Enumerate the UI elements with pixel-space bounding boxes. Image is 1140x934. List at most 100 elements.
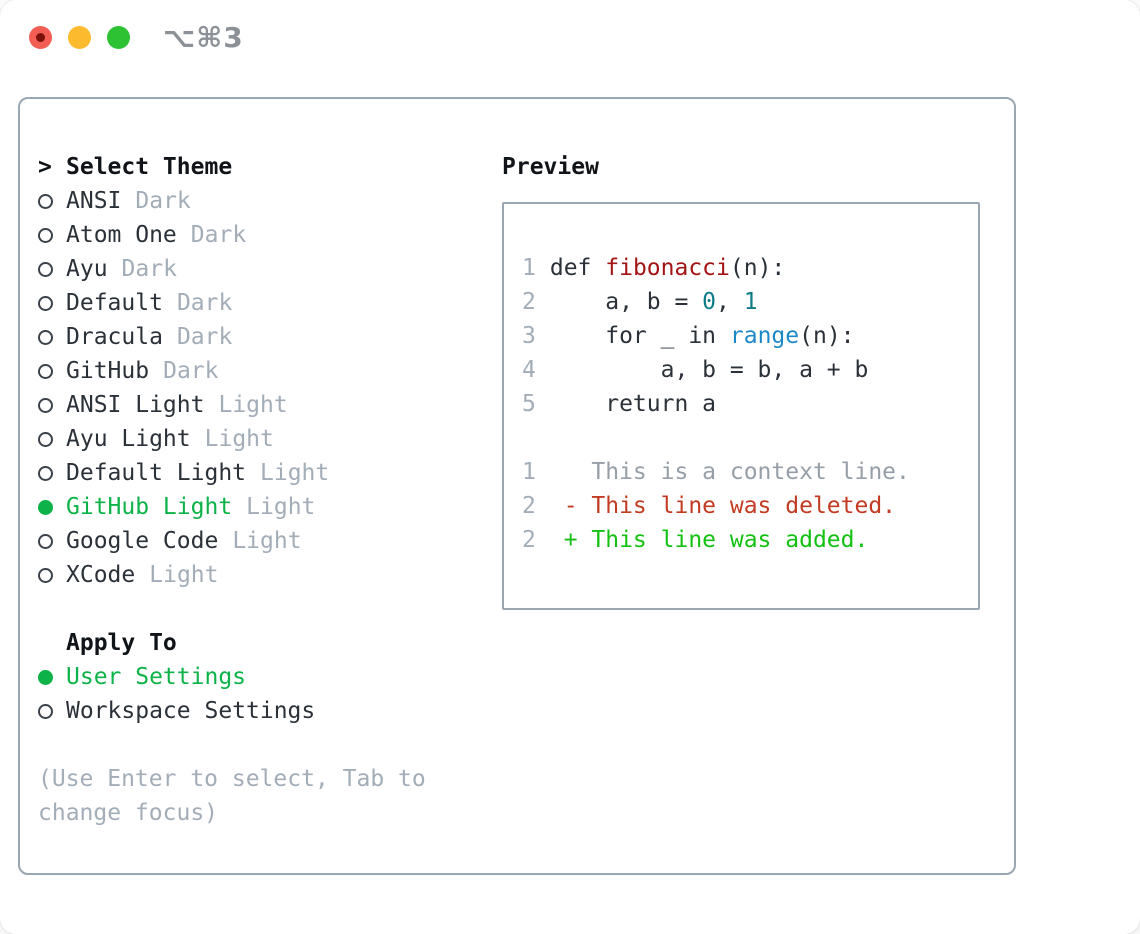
preview-line: 2 a, b = 0, 1 (522, 285, 960, 319)
theme-option[interactable]: GitHub Dark (38, 354, 502, 388)
radio-selected-icon (38, 499, 66, 515)
option-label: GitHub Light (66, 494, 233, 520)
option-label: Workspace Settings (66, 698, 316, 724)
line-number (522, 421, 536, 455)
variant-badge: Light (149, 562, 219, 588)
variant-badge: Dark (190, 222, 247, 248)
option-label: Default Light (66, 460, 247, 486)
option-label: Dracula (66, 324, 163, 350)
theme-option[interactable]: GitHub Light Light (38, 490, 502, 524)
radio-icon (38, 533, 66, 549)
radio-icon (38, 431, 66, 447)
option-label: GitHub (66, 358, 150, 384)
variant-badge: Light (246, 494, 316, 520)
preview-line: 4 a, b = b, a + b (522, 353, 960, 387)
line-number: 2 (522, 527, 536, 553)
line-number: 1 (522, 459, 536, 485)
preview-line: 3 for _ in range(n): (522, 319, 960, 353)
variant-badge: Light (204, 426, 274, 452)
code-token: + This line was added. (536, 527, 869, 553)
code-token: - This line was deleted. (536, 493, 897, 519)
traffic-lights (29, 26, 130, 49)
apply-to-header: Apply To (38, 626, 502, 660)
titlebar: ⌥⌘3 (0, 0, 1140, 75)
theme-option[interactable]: ANSI Dark (38, 184, 502, 218)
unsaved-indicator-icon (36, 33, 45, 42)
variant-badge: Dark (176, 290, 233, 316)
apply-option[interactable]: User Settings (38, 660, 502, 694)
line-number: 3 (522, 323, 536, 349)
variant-badge: Dark (163, 358, 219, 384)
preview-line: 1 This is a context line. (522, 455, 960, 489)
preview-header: Preview (502, 154, 599, 180)
theme-option[interactable]: Dracula Dark (38, 320, 502, 354)
line-number: 2 (522, 493, 536, 519)
code-token: 0 (702, 289, 717, 315)
code-token: This is a context line. (536, 459, 910, 485)
radio-icon (38, 227, 66, 243)
close-button[interactable] (29, 26, 52, 49)
option-label: Ayu Light (66, 426, 191, 452)
option-label: Atom One (66, 222, 177, 248)
preview-line: 5 return a (522, 387, 960, 421)
code-token: range (729, 323, 800, 349)
theme-option[interactable]: Ayu Dark (38, 252, 502, 286)
theme-option[interactable]: XCode Light (38, 558, 502, 592)
line-number: 1 (522, 255, 536, 281)
code-token: (n): (729, 255, 786, 281)
code-token: a, b = b, a + b (536, 357, 869, 383)
theme-option[interactable]: Ayu Light Light (38, 422, 502, 456)
variant-badge: Dark (121, 256, 177, 282)
variant-badge: Light (232, 528, 302, 554)
line-number: 4 (522, 357, 536, 383)
select-theme-header: > Select Theme (38, 150, 502, 184)
option-label: Default (66, 290, 163, 316)
radio-icon (38, 363, 66, 379)
theme-option[interactable]: Default Dark (38, 286, 502, 320)
radio-icon (38, 703, 66, 719)
line-number: 5 (522, 391, 536, 417)
preview-line: 1 def fibonacci(n): (522, 251, 960, 285)
code-token: fibonacci (605, 255, 730, 281)
code-token: for _ in (536, 323, 730, 349)
apply-option[interactable]: Workspace Settings (38, 694, 502, 728)
preview-column: Preview 1 def fibonacci(n):2 a, b = 0, 1… (502, 150, 1014, 873)
theme-option[interactable]: Atom One Dark (38, 218, 502, 252)
option-label: Ayu (66, 256, 108, 282)
code-token: return a (536, 391, 717, 417)
radio-icon (38, 465, 66, 481)
radio-icon (38, 567, 66, 583)
radio-icon (38, 397, 66, 413)
preview-line (522, 421, 960, 455)
variant-badge: Dark (135, 188, 191, 214)
select-theme-title: Select Theme (66, 154, 233, 180)
code-token: a, b = (536, 289, 703, 315)
option-label: ANSI Light (66, 392, 205, 418)
variant-badge: Dark (176, 324, 233, 350)
line-number: 2 (522, 289, 536, 315)
minimize-button[interactable] (68, 26, 91, 49)
prompt-icon: > (38, 154, 52, 180)
option-label: User Settings (66, 664, 247, 690)
option-label: XCode (66, 562, 136, 588)
code-token: 1 (743, 289, 758, 315)
window-shortcut-label: ⌥⌘3 (163, 21, 244, 54)
zoom-button[interactable] (107, 26, 130, 49)
option-label: ANSI (66, 188, 122, 214)
radio-icon (38, 193, 66, 209)
apply-to-title: Apply To (66, 630, 177, 656)
code-token: , (716, 289, 744, 315)
radio-icon (38, 295, 66, 311)
radio-selected-icon (38, 669, 66, 685)
code-token: (n): (799, 323, 855, 349)
